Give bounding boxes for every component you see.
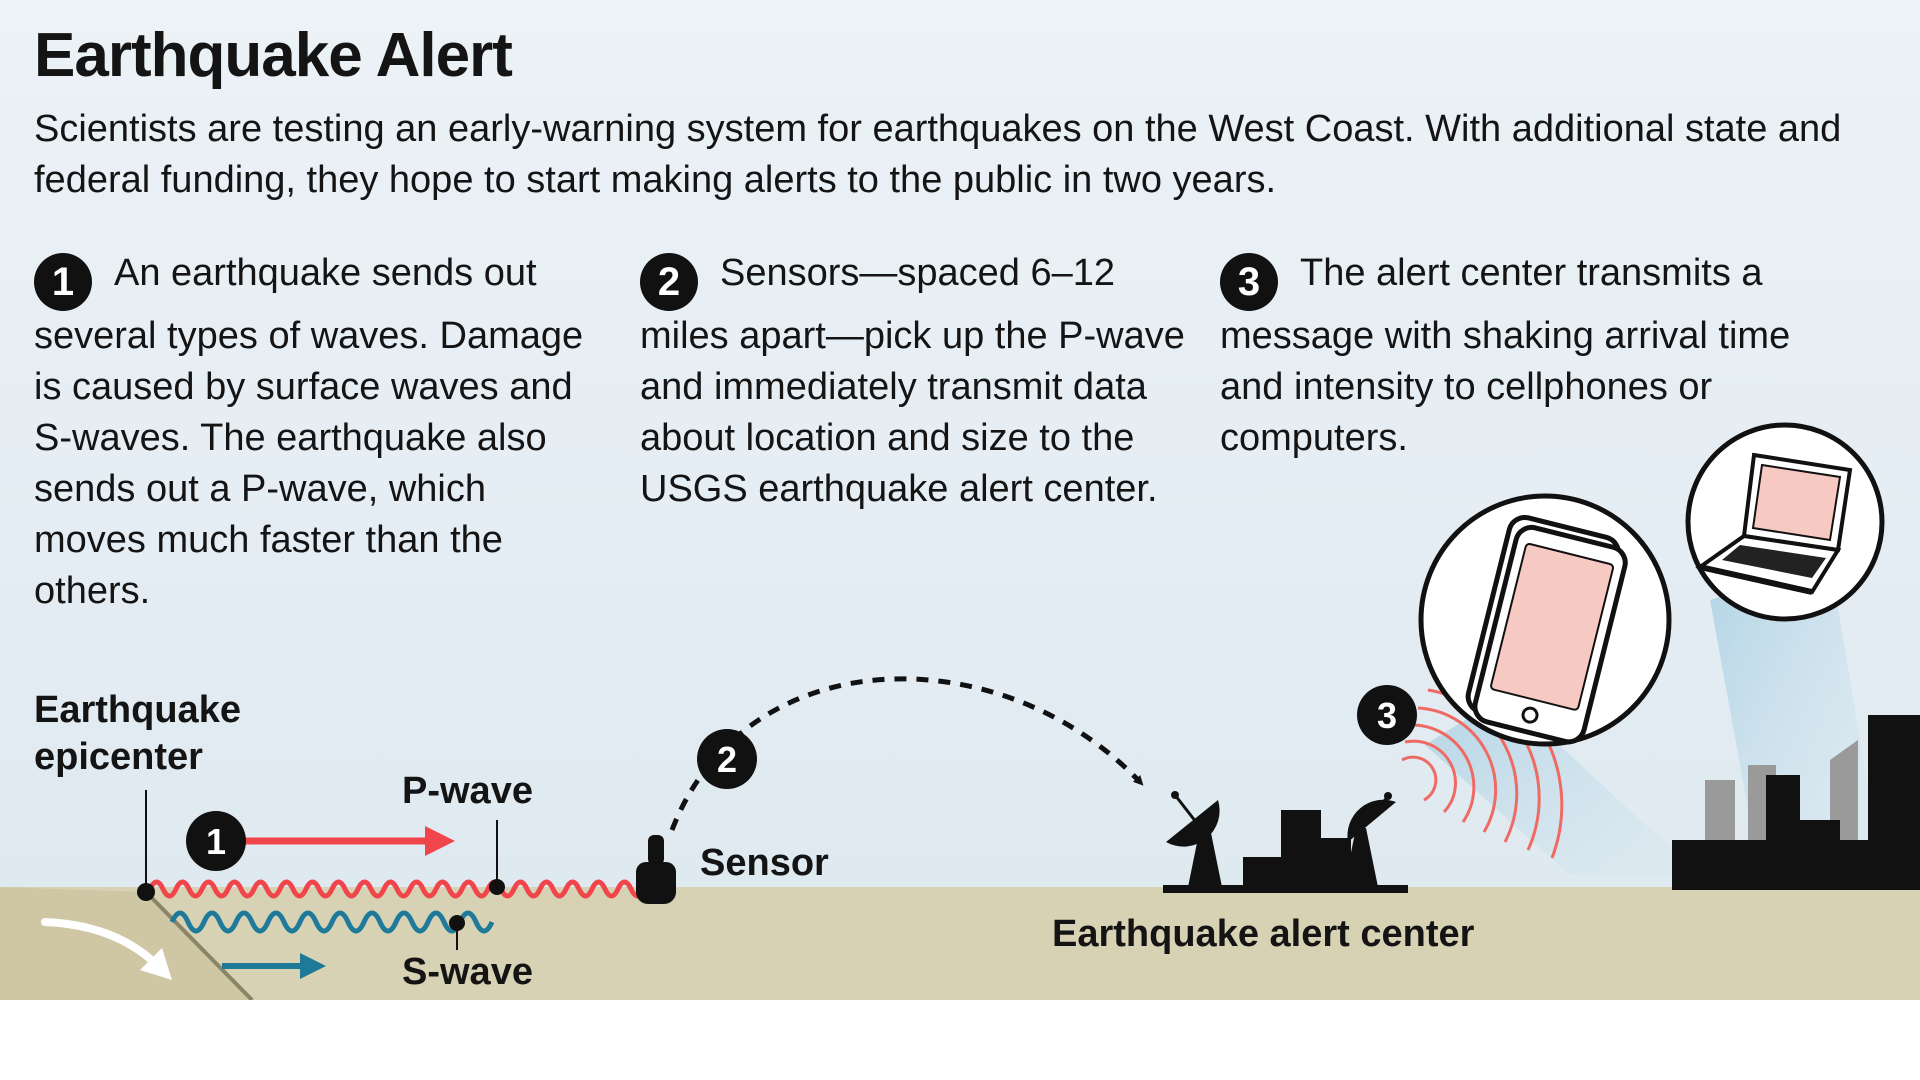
- alert-center-building: [1163, 810, 1408, 893]
- fault-motion-arrow: [41, 918, 164, 972]
- step-2-text: Sensors—spaced 6–12 miles apart—pick up …: [640, 252, 1185, 510]
- step-3-text: The alert center transmits a message wit…: [1220, 252, 1791, 459]
- satellite-dish-icon: [1166, 791, 1222, 887]
- signal-beam-phone: [1425, 695, 1700, 875]
- sensor-icon: [636, 835, 676, 904]
- p-wave-label: P-wave: [402, 770, 533, 812]
- intro-text: Scientists are testing an early-warning …: [34, 108, 1842, 201]
- svg-text:2: 2: [717, 739, 737, 780]
- p-wave-line: [147, 879, 673, 899]
- laptop-icon: [1685, 422, 1885, 622]
- satellite-dish-icon: [1344, 792, 1396, 887]
- s-wave-dot: [449, 915, 465, 931]
- sensor-label: Sensor: [700, 842, 829, 884]
- p-wave-dot: [489, 879, 505, 895]
- step-3-badge: 3: [1220, 253, 1278, 311]
- diagram-step-1-badge: 1: [186, 811, 246, 871]
- s-wave-arrowhead: [300, 953, 326, 979]
- s-wave-label: S-wave: [402, 951, 533, 993]
- step-2-badge: 2: [640, 253, 698, 311]
- page-title: Earthquake Alert: [34, 21, 513, 90]
- fault-line: [144, 890, 254, 1000]
- epicenter-label-line1: Earthquake: [34, 689, 241, 731]
- step-1-text: An earthquake sends out several types of…: [34, 252, 584, 612]
- fault-motion-arrowhead: [140, 948, 172, 980]
- svg-text:1: 1: [206, 821, 226, 862]
- svg-text:3: 3: [1377, 695, 1397, 736]
- sensor-data-transmission-path: [669, 676, 1144, 831]
- s-wave-line: [169, 910, 495, 934]
- earthquake-diagram: Earthquake epicenter P-wave S-wave 1 Sen…: [0, 422, 1920, 1000]
- infographic: Earthquake Alert Scientists are testing …: [0, 0, 1920, 1000]
- ground: [0, 887, 1920, 1000]
- bottom-margin: [0, 1000, 1920, 1080]
- epicenter-dot: [137, 883, 155, 901]
- p-wave-arrowhead: [425, 826, 455, 856]
- diagram-step-3-badge: 3: [1357, 685, 1417, 745]
- diagram-step-2-badge: 2: [697, 729, 757, 789]
- alert-center-label: Earthquake alert center: [1052, 913, 1475, 955]
- city-skyline-icon: [1672, 715, 1920, 890]
- step-1-badge: 1: [34, 253, 92, 311]
- epicenter-label-line2: epicenter: [34, 736, 203, 778]
- smartphone-icon: [1418, 493, 1672, 747]
